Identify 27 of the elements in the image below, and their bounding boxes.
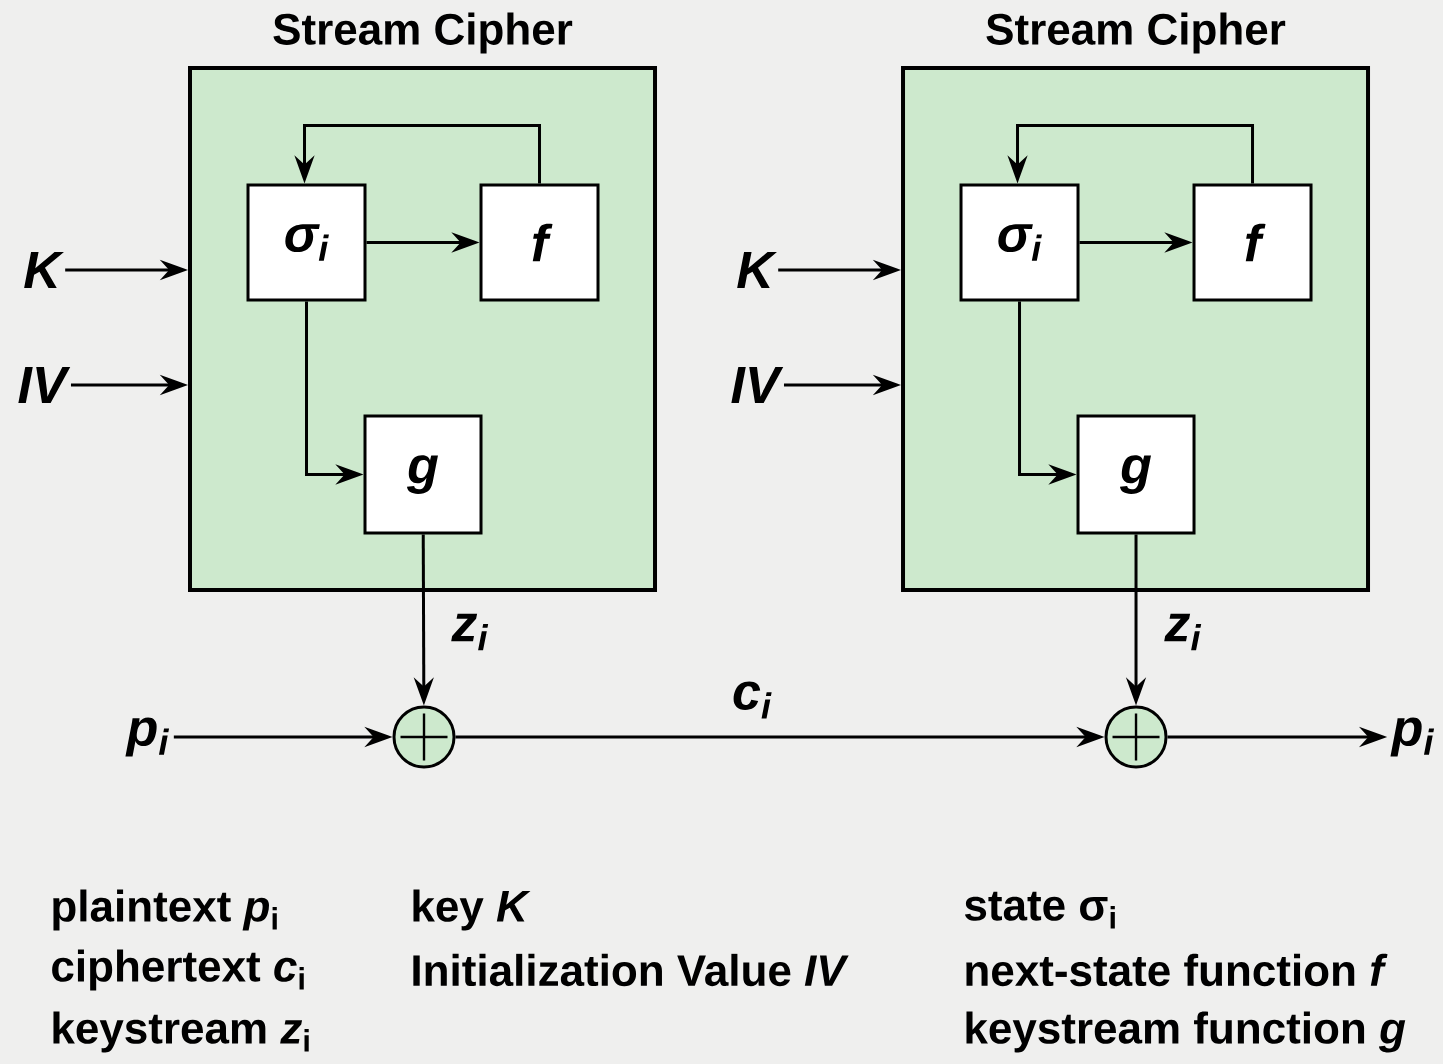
function-box: f (1192, 183, 1313, 302)
function-box: g (363, 414, 483, 535)
legend-text: keystream function g (966, 1011, 1406, 1053)
edge-label: z$_{i}$ (451, 613, 489, 651)
legend-text: state σ$_{i}$ (964, 891, 1115, 929)
input-label: p$_{i}$ (125, 717, 170, 757)
node-label: Stream Cipher (273, 12, 573, 54)
input-label: K (737, 252, 777, 288)
input-label: K (24, 252, 64, 288)
legend-text: ciphertext c$_{i}$ (52, 949, 304, 991)
edge-label: z$_{i}$ (1164, 613, 1202, 651)
function-box: σ$_{i}$ (246, 183, 367, 302)
input-label: IV (18, 367, 71, 403)
legend-text: next-state function f (966, 953, 1388, 987)
function-box: σ$_{i}$ (959, 183, 1080, 302)
edge-label: c$_{i}$ (733, 681, 772, 719)
input-label: p$_{i}$ (1390, 717, 1435, 757)
function-box: f (479, 183, 600, 302)
legend-text: keystream z$_{i}$ (53, 1011, 309, 1053)
input-label: IV (731, 367, 784, 403)
function-box: g (1076, 414, 1196, 535)
legend-text: Initialization Value IV (413, 953, 849, 987)
legend-text: key K (413, 889, 531, 931)
xor-symbol (1104, 705, 1168, 769)
node-label: Stream Cipher (986, 12, 1286, 54)
xor-symbol (392, 705, 456, 769)
legend-text: plaintext p$_{i}$ (53, 889, 277, 931)
